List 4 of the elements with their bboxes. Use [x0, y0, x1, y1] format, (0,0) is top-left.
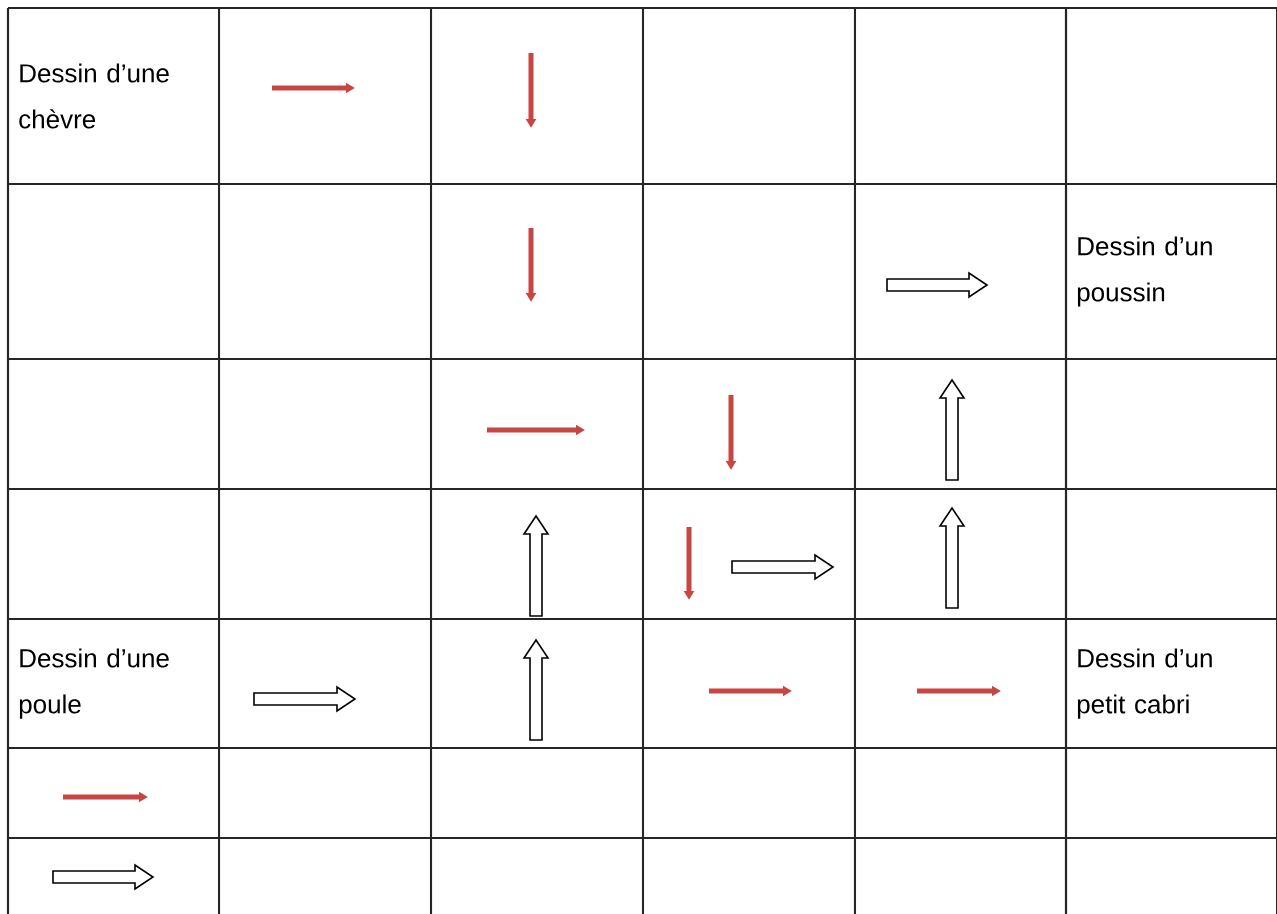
- cell-text: Dessin d’une poule: [19, 648, 169, 719]
- cell-text: Dessin d’un poussin: [1077, 236, 1212, 307]
- cell-text: Dessin d’un petit cabri: [1077, 648, 1212, 719]
- cell-text: Dessin d’une chèvre: [19, 63, 169, 129]
